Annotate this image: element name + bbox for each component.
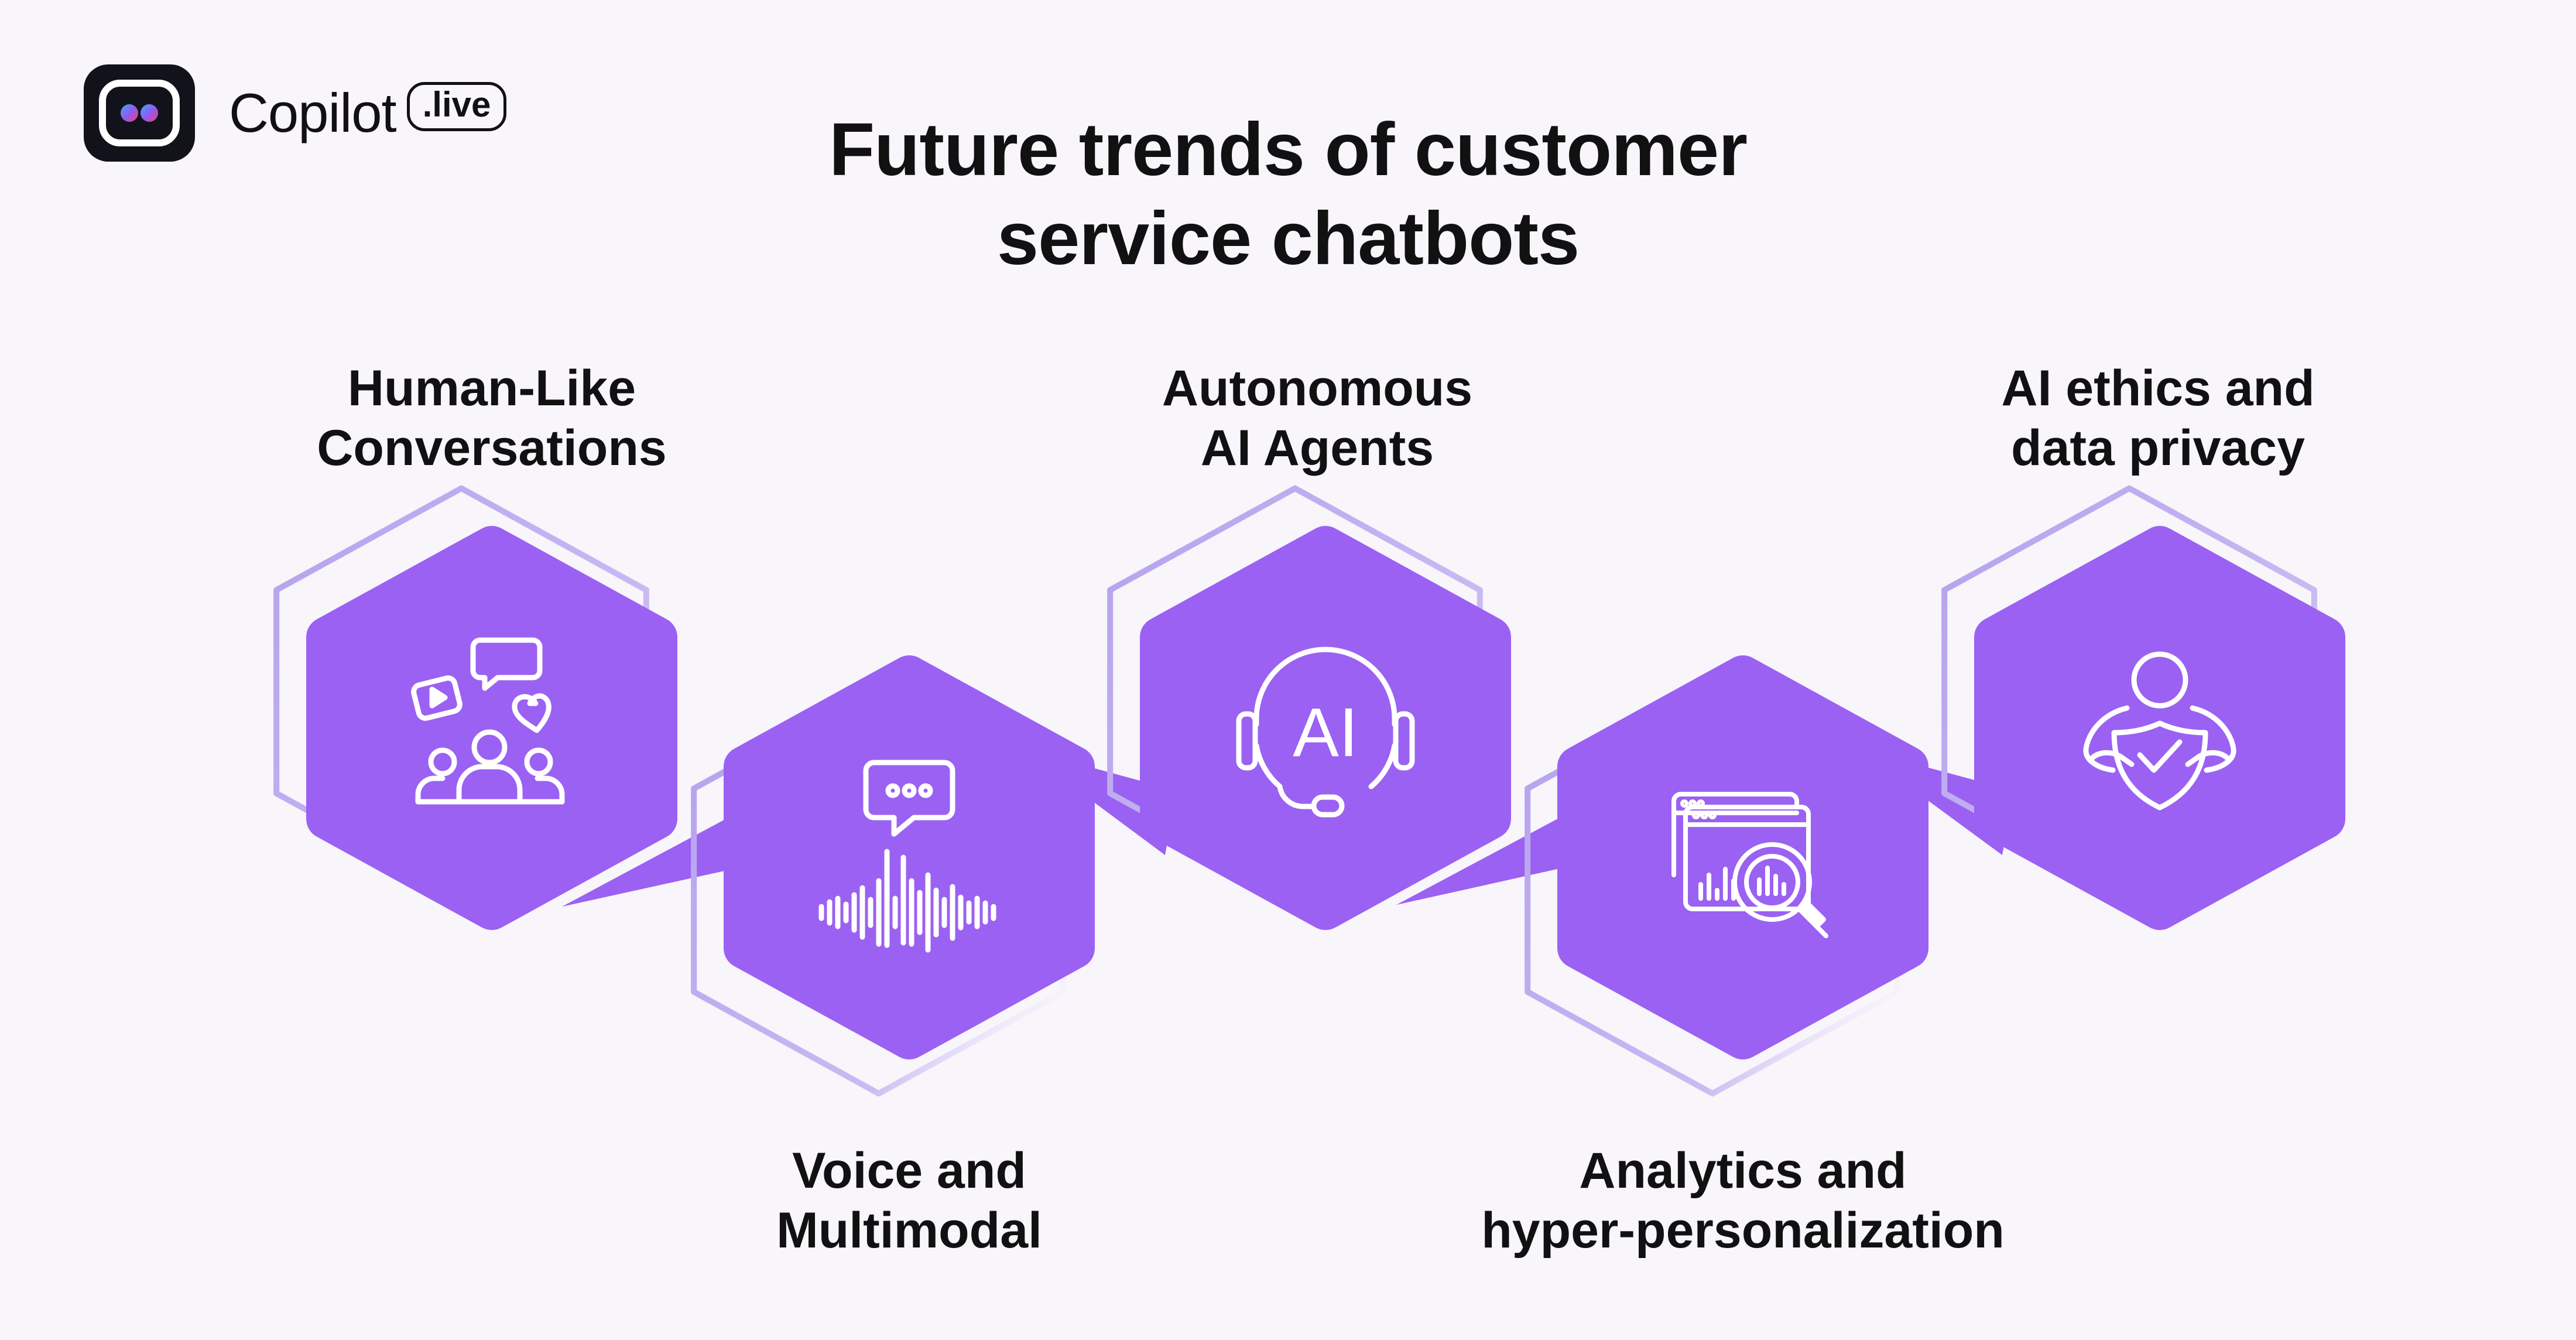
brand-logo[interactable]: Copilot .live xyxy=(84,64,507,162)
social-chat-icon xyxy=(411,637,565,805)
brand-badge: .live xyxy=(406,82,507,131)
title-line-2: service chatbots xyxy=(996,197,1580,281)
voice-wave-icon xyxy=(818,760,996,953)
hexagon-human-like xyxy=(276,488,657,910)
hexagon-analytics xyxy=(1527,676,1908,1093)
label-line: Voice and xyxy=(792,1143,1026,1199)
brand-name: Copilot xyxy=(229,82,397,143)
hexagon-autonomous-agents: AI xyxy=(1110,488,1491,910)
privacy-shield-icon xyxy=(2083,651,2236,811)
label-line: Conversations xyxy=(317,420,667,476)
label-voice-multimodal: Voice and Multimodal xyxy=(587,1141,1231,1260)
svg-text:AI: AI xyxy=(1293,694,1358,771)
label-human-like: Human-Like Conversations xyxy=(170,358,814,478)
label-analytics: Analytics and hyper-personalization xyxy=(1421,1141,2065,1260)
hexagon-voice-multimodal xyxy=(694,676,1074,1093)
label-line: Autonomous xyxy=(1162,360,1473,416)
analytics-search-icon xyxy=(1671,792,1828,938)
label-line: hyper-personalization xyxy=(1481,1202,2005,1259)
label-line: data privacy xyxy=(2011,420,2305,476)
label-ethics-privacy: AI ethics and data privacy xyxy=(1836,358,2480,478)
label-line: AI Agents xyxy=(1200,420,1434,476)
hexagon-ethics-privacy xyxy=(1944,488,2325,910)
label-line: Analytics and xyxy=(1579,1143,1907,1199)
page-title: Future trends of customer service chatbo… xyxy=(0,105,2576,283)
label-line: Human-Like xyxy=(347,360,636,416)
label-autonomous-agents: Autonomous AI Agents xyxy=(995,358,1639,478)
ai-headset-icon: AI xyxy=(1236,647,1415,818)
label-line: AI ethics and xyxy=(2001,360,2315,416)
copilot-eyes-icon xyxy=(84,64,195,162)
label-line: Multimodal xyxy=(776,1202,1042,1259)
title-line-1: Future trends of customer xyxy=(828,108,1748,192)
